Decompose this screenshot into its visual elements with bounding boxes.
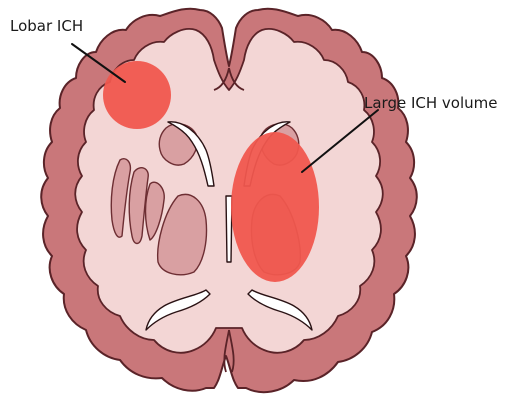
lobar-ich-hemorrhage bbox=[103, 61, 171, 129]
large-volume-ich-hemorrhage bbox=[231, 132, 319, 282]
large-ich-volume-label: Large ICH volume bbox=[364, 94, 497, 112]
lobar-ich-label: Lobar ICH bbox=[10, 17, 83, 35]
